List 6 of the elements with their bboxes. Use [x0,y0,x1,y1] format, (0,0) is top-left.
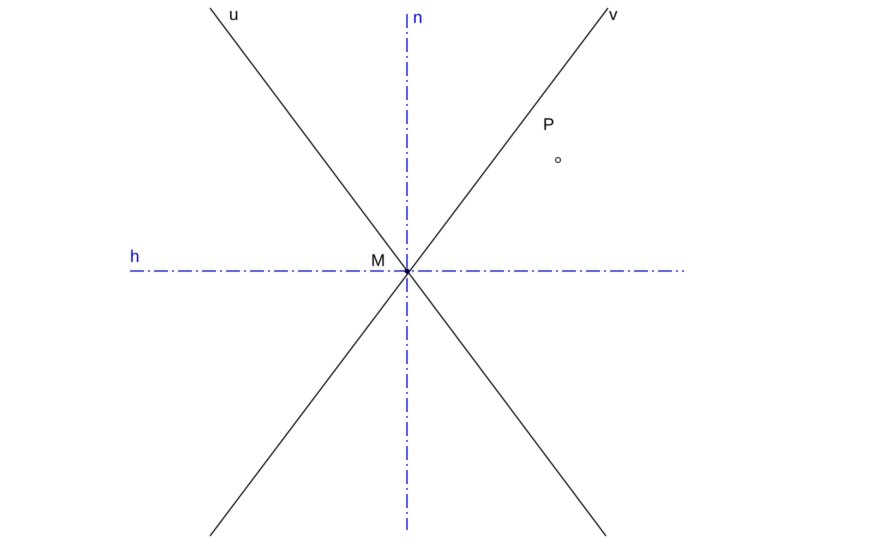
point-label: M [371,252,386,269]
line-label: v [609,6,618,23]
point-label: P [543,116,554,133]
line-label: u [229,6,238,23]
line-label: n [413,9,422,26]
line-label: h [130,248,140,265]
